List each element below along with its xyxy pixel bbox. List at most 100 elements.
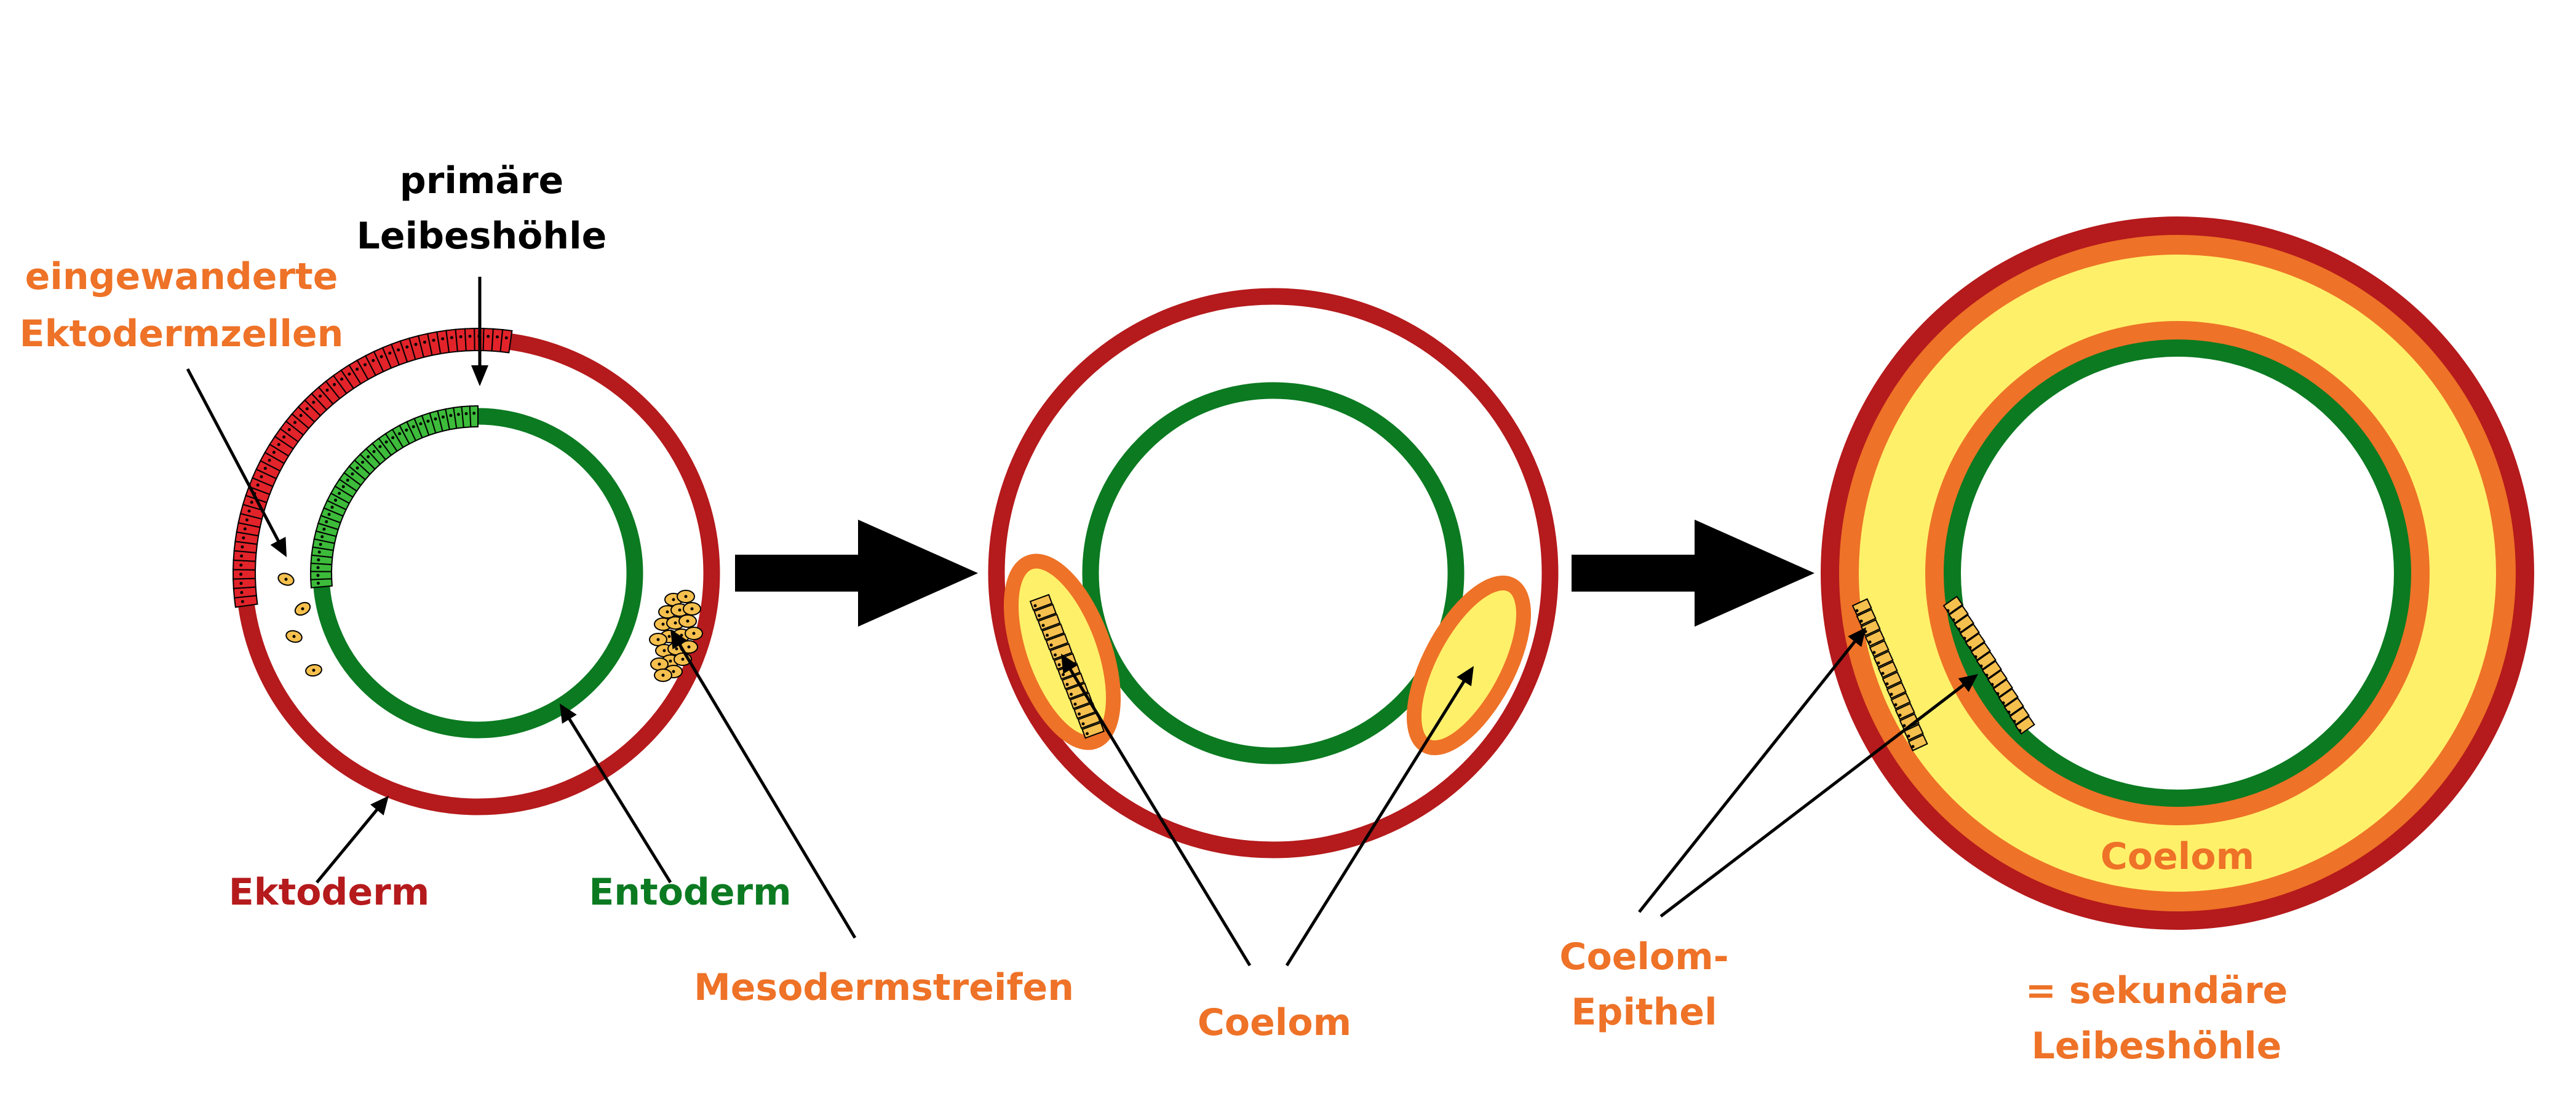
ectoderm-cell-nucleus <box>405 345 409 349</box>
epithel-cell-nucleus <box>1046 633 1049 637</box>
ectoderm-cell-nucleus <box>372 359 375 362</box>
ectoderm-cell <box>499 328 513 354</box>
epithel-cell-nucleus <box>1990 683 1994 686</box>
migrated-cell-nucleus <box>312 668 316 672</box>
epithel-cell-nucleus <box>1946 609 1950 613</box>
entoderm-cell <box>469 405 479 428</box>
epithel-cell-nucleus <box>1974 655 1978 659</box>
epithel-cell-nucleus <box>1957 627 1961 631</box>
migrated-cell-nucleus <box>292 635 296 638</box>
entoderm-cell-nucleus <box>391 436 395 440</box>
ectoderm-cell-nucleus <box>423 340 426 344</box>
label-primary-cavity-line2: Leibeshöhle <box>357 215 607 258</box>
ectoderm-cell-nucleus <box>299 414 303 418</box>
epithel-cell-nucleus <box>1894 703 1898 707</box>
mesoderm-cell-nucleus <box>686 619 690 623</box>
label-entoderm: Entoderm <box>589 871 791 914</box>
entoderm-cell-nucleus <box>356 466 359 470</box>
ectoderm-cell-nucleus <box>241 545 244 549</box>
entoderm-cell-nucleus <box>351 472 354 476</box>
epithel-cell-nucleus <box>1898 713 1902 717</box>
ectoderm-cell-nucleus <box>243 527 247 531</box>
arrowhead <box>471 365 488 386</box>
epithel-cell-nucleus <box>1041 624 1045 627</box>
epithel-cell-nucleus <box>1985 673 1989 677</box>
stage3-epithel-cells <box>1851 595 2035 751</box>
epithel-cell-nucleus <box>1872 651 1876 654</box>
entoderm-cell-nucleus <box>378 445 382 448</box>
mesoderm-cell-nucleus <box>667 635 671 638</box>
epithel-cell-nucleus <box>1065 683 1069 686</box>
epithel-cell-nucleus <box>1996 692 2000 696</box>
epithel-cell-nucleus <box>2018 729 2022 732</box>
ectoderm-cell-nucleus <box>432 338 435 342</box>
migrated-ectoderm-cells <box>277 573 322 677</box>
epithel-cell-nucleus <box>1033 604 1037 608</box>
epithel-cell-nucleus <box>1885 682 1889 686</box>
arrowhead <box>1061 654 1078 674</box>
label-ektoderm: Ektoderm <box>229 871 430 914</box>
entoderm-cell-nucleus <box>327 512 331 516</box>
ectoderm-cell-nucleus <box>242 536 245 540</box>
label-mesodermstreifen: Mesodermstreifen <box>694 966 1074 1009</box>
mesoderm-cell-nucleus <box>666 610 669 614</box>
ectoderm-cell-nucleus <box>414 343 418 346</box>
ectoderm-cell-nucleus <box>239 573 243 576</box>
stage-1 <box>233 328 720 815</box>
entoderm-cell <box>309 571 333 581</box>
label-secondary-line2: Leibeshöhle <box>2032 1025 2282 1068</box>
mesoderm-cell-nucleus <box>661 622 665 626</box>
migrated-cell-nucleus <box>301 607 304 611</box>
entoderm-cell-nucleus <box>330 505 334 509</box>
entoderm-cell-nucleus <box>472 411 476 415</box>
pointer-coelom-right <box>1285 675 1469 967</box>
entoderm-cell <box>310 578 333 589</box>
pointer-entoderm <box>564 712 672 884</box>
ectoderm-cell-nucleus <box>487 335 490 338</box>
epithel-cell-nucleus <box>2013 720 2016 723</box>
epithel-cell-nucleus <box>1054 653 1057 657</box>
stage3-gut-lumen <box>1961 357 2394 790</box>
ectoderm-cell-nucleus <box>325 389 329 392</box>
ectoderm-cell-nucleus <box>468 335 472 338</box>
ectoderm-cell-nucleus <box>277 443 280 446</box>
mesoderm-strip-cells <box>649 590 703 682</box>
epithel-cell-nucleus <box>1855 609 1859 613</box>
ectoderm-cell-nucleus <box>260 475 263 478</box>
label-secondary-line1: = sekundäre <box>2025 969 2288 1012</box>
entoderm-cell-nucleus <box>464 412 468 416</box>
mesoderm-cell-nucleus <box>669 659 672 663</box>
ectoderm-cell <box>233 569 256 580</box>
pointer-migrated-cells <box>186 368 284 549</box>
epithel-cell-nucleus <box>1979 664 1983 668</box>
ectoderm-cell-nucleus <box>247 509 251 513</box>
stage1-entoderm-cells <box>309 405 479 589</box>
ectoderm-cell-nucleus <box>340 378 344 381</box>
entoderm-cell-nucleus <box>434 417 437 421</box>
ectoderm-cell-nucleus <box>319 394 322 398</box>
label-primary-cavity-line1: primäre <box>400 159 563 202</box>
ectoderm-cell-nucleus <box>293 421 297 424</box>
stage2-entoderm-ring <box>1082 382 1465 764</box>
epithel-cell-nucleus <box>1073 702 1077 706</box>
pointer-heads <box>270 365 1978 816</box>
ectoderm-cell-nucleus <box>305 407 309 411</box>
ectoderm-cell-nucleus <box>397 348 400 352</box>
pointer-epithel-inner <box>1660 680 1970 918</box>
entoderm-cell-nucleus <box>411 425 415 429</box>
pointer-ektoderm <box>316 803 383 884</box>
transition-arrow-2 <box>1572 520 1815 627</box>
label-migrated-line1: eingewanderte <box>25 255 338 298</box>
label-epithel-line1: Coelom- <box>1559 935 1728 978</box>
entoderm-cell-nucleus <box>320 535 324 539</box>
entoderm-cell-nucleus <box>456 413 460 416</box>
entoderm-cell-nucleus <box>322 527 326 531</box>
entoderm-cell-nucleus <box>398 432 402 435</box>
entoderm-cell-nucleus <box>316 574 320 577</box>
ectoderm-cell-nucleus <box>333 383 336 386</box>
arrowhead <box>1457 666 1474 686</box>
mesoderm-cell-nucleus <box>692 632 696 635</box>
mesoderm-cell-nucleus <box>675 647 678 651</box>
ectoderm-cell-nucleus <box>272 451 276 454</box>
